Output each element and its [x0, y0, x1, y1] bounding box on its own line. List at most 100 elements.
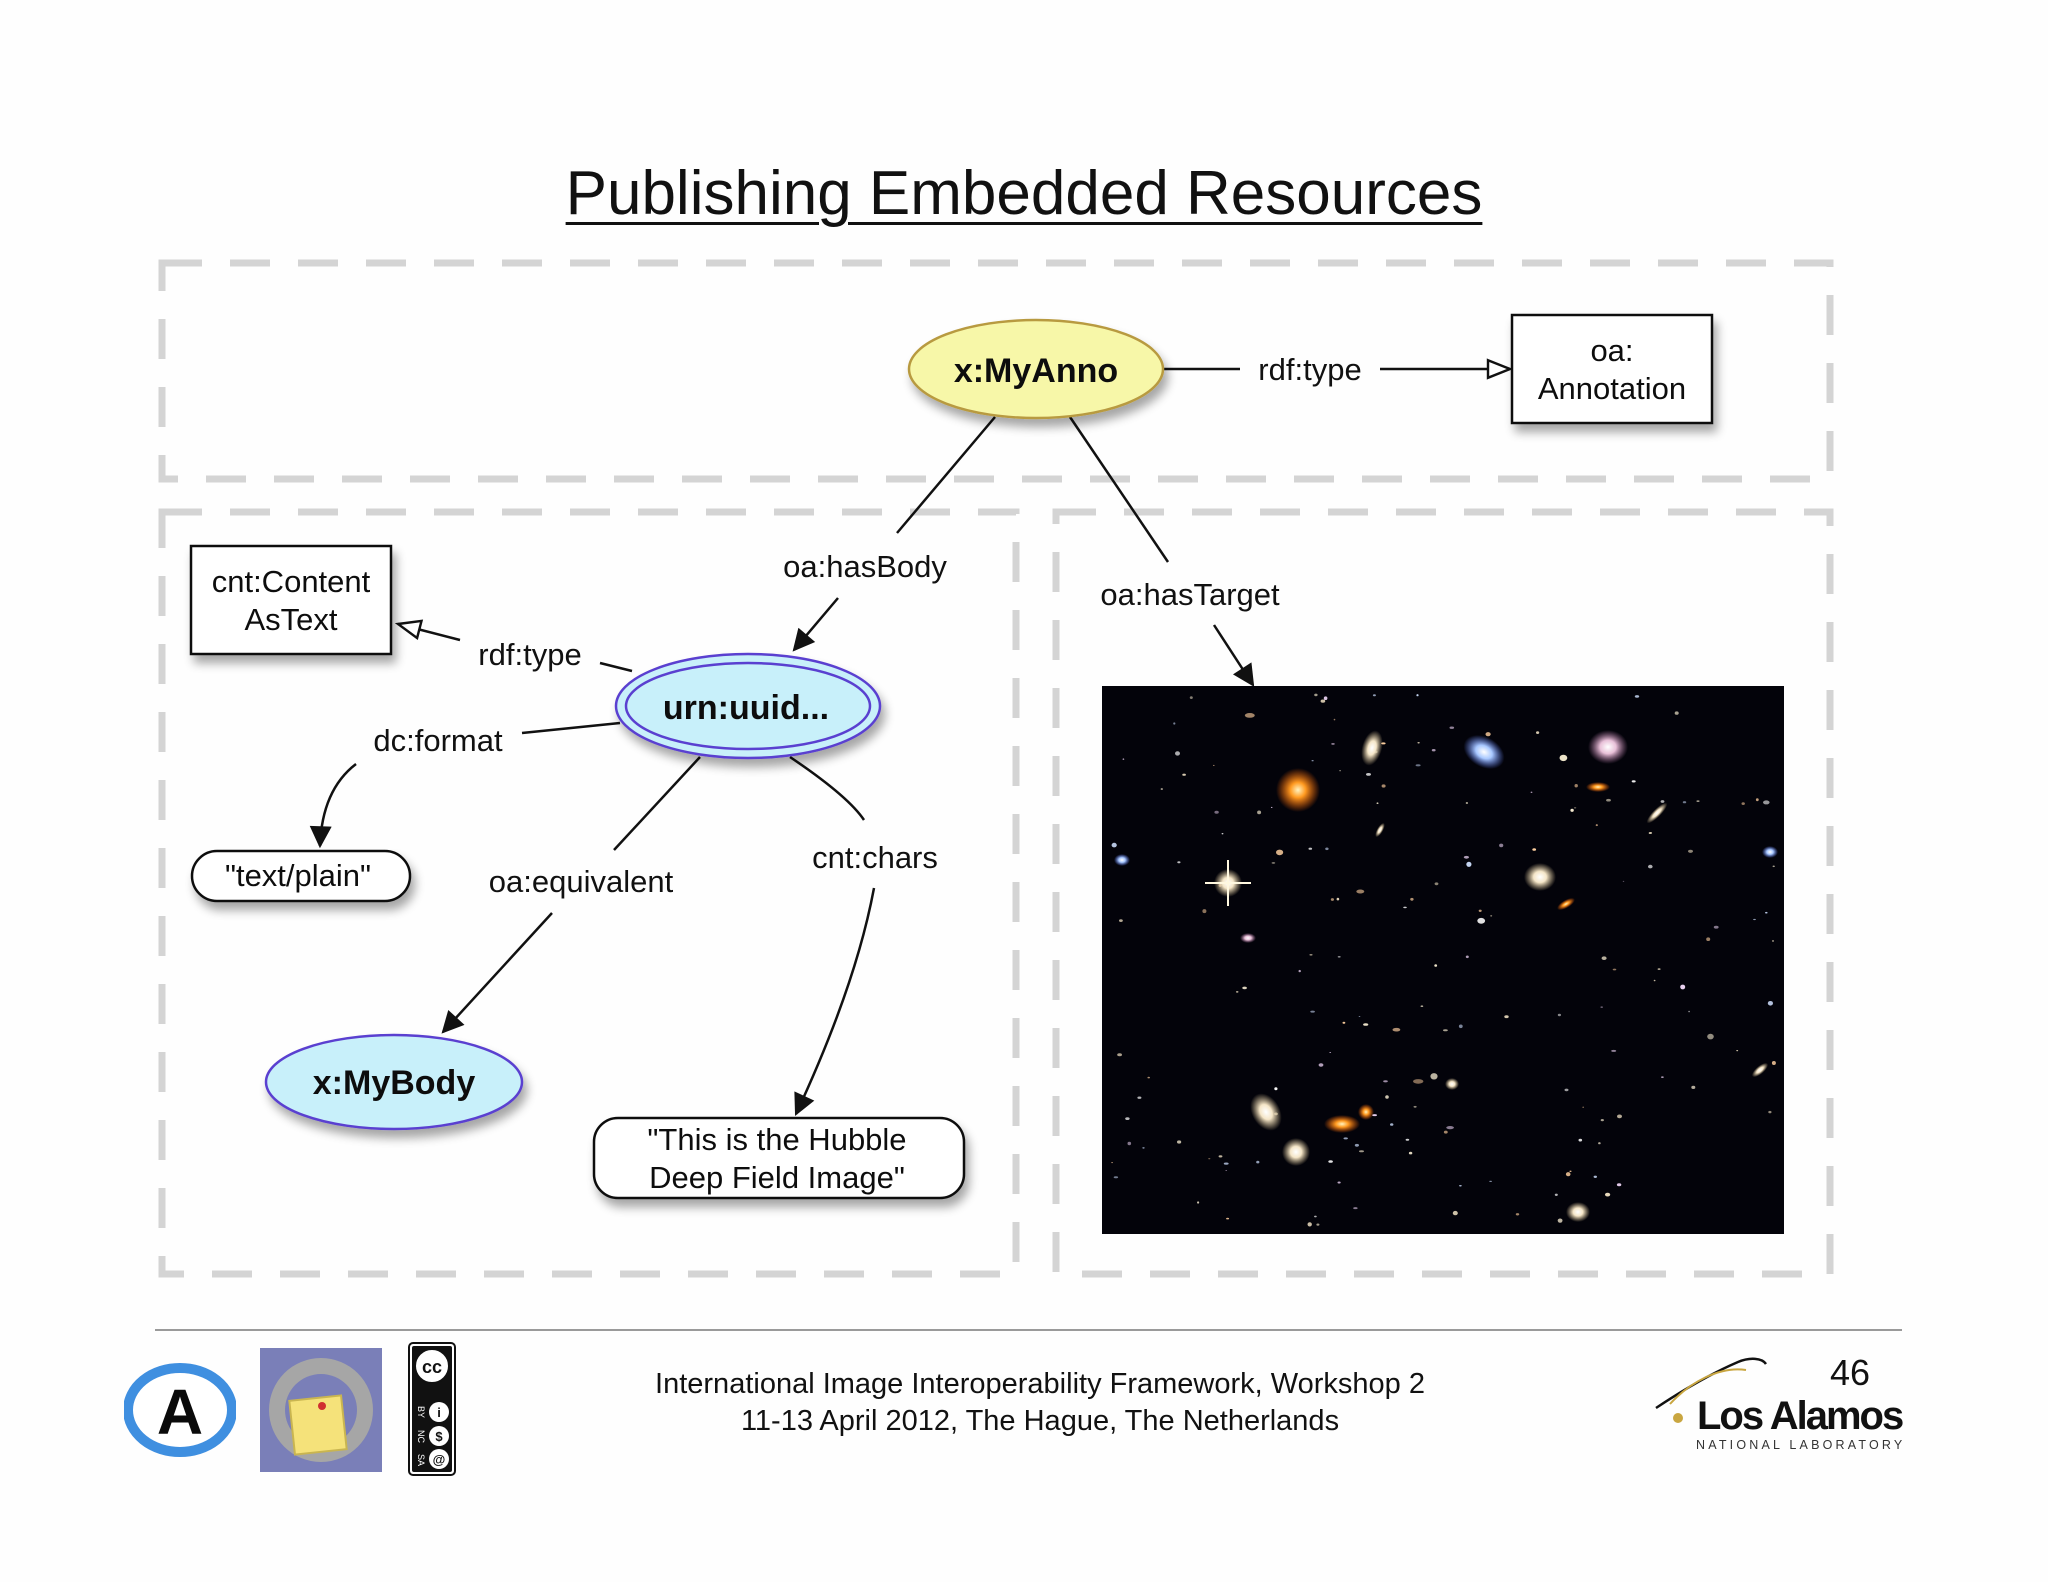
star — [1559, 754, 1568, 762]
star — [1331, 743, 1335, 745]
star — [1177, 1140, 1182, 1144]
star — [1554, 1193, 1558, 1197]
star — [1466, 861, 1472, 867]
edge-body-type-line — [599, 661, 633, 673]
star — [1696, 800, 1700, 802]
target-group-box — [1052, 508, 1834, 1278]
star — [1276, 849, 1284, 856]
star — [1706, 937, 1711, 941]
star — [1772, 865, 1775, 868]
node-urn-uuid-label: urn:uuid... — [663, 689, 829, 727]
star — [1459, 1185, 1462, 1187]
star — [1311, 760, 1314, 762]
star — [1113, 1176, 1119, 1179]
star — [1325, 847, 1329, 851]
edges — [309, 369, 1510, 1116]
star — [1741, 802, 1745, 805]
star — [1342, 1021, 1346, 1024]
star — [1582, 1106, 1584, 1108]
star — [1530, 791, 1533, 793]
star — [1605, 1192, 1611, 1197]
star — [1465, 802, 1469, 804]
star — [1489, 1180, 1492, 1182]
star — [1504, 1015, 1509, 1019]
star — [1463, 855, 1469, 859]
star — [1333, 718, 1336, 721]
star — [1413, 1079, 1424, 1084]
star — [1309, 954, 1313, 956]
star — [1142, 1147, 1145, 1149]
star — [1557, 1218, 1563, 1223]
star — [1175, 751, 1180, 756]
star — [1598, 1142, 1601, 1145]
body-group-box — [158, 508, 1020, 1278]
star — [1147, 1076, 1150, 1079]
svg-text:i: i — [437, 1405, 441, 1420]
star — [1213, 764, 1215, 766]
star — [1465, 955, 1469, 959]
star — [1648, 864, 1653, 869]
star — [1410, 897, 1414, 901]
node-my-body-label: x:MyBody — [313, 1064, 476, 1102]
star — [1688, 1010, 1690, 1013]
a-letter-logo-icon: A — [123, 1362, 237, 1458]
star — [1767, 1001, 1773, 1006]
star — [1634, 695, 1640, 698]
star — [1111, 1162, 1113, 1164]
cc-by-label: BY — [416, 1406, 426, 1418]
label-dc-format: dc:format — [373, 723, 503, 758]
star — [1314, 693, 1318, 697]
star — [1390, 1123, 1394, 1126]
node-oa-annotation-line2: Annotation — [1538, 371, 1686, 406]
label-equivalent: oa:equivalent — [489, 864, 674, 899]
star — [1420, 1005, 1424, 1007]
page-number: 46 — [1829, 1352, 1870, 1393]
star — [1270, 806, 1273, 808]
star — [1417, 742, 1420, 744]
star — [1578, 1138, 1583, 1142]
star — [1117, 1053, 1122, 1057]
los-alamos-logo: Los Alamos NATIONAL LABORATORY — [1650, 1352, 1910, 1452]
star — [1337, 956, 1341, 958]
star — [1160, 788, 1164, 790]
sticky-note-logo-icon — [260, 1348, 382, 1472]
star — [1691, 1085, 1696, 1089]
star — [1612, 968, 1617, 971]
starfield — [1111, 693, 1776, 1227]
star — [1308, 847, 1313, 850]
edge-cnt-chars-arrow — [794, 887, 876, 1116]
star — [1177, 861, 1181, 864]
star — [1316, 1223, 1320, 1226]
edge-has-body-line — [896, 416, 996, 534]
star — [1320, 699, 1326, 703]
star — [1434, 882, 1439, 886]
star — [1137, 1096, 1142, 1099]
star — [1127, 1141, 1132, 1146]
star — [1405, 1138, 1410, 1141]
star — [1532, 848, 1537, 851]
star — [1242, 986, 1247, 990]
star — [1574, 784, 1578, 788]
node-oa-annotation: oa: Annotation — [1510, 313, 1714, 425]
star — [1408, 1151, 1413, 1155]
edge-equivalent-arrow — [441, 912, 553, 1034]
star — [1434, 964, 1438, 967]
star — [1343, 1137, 1348, 1140]
star — [1354, 1143, 1359, 1147]
star — [1416, 694, 1419, 697]
star — [1713, 925, 1719, 929]
star — [1202, 909, 1207, 914]
svg-text:@: @ — [433, 1452, 446, 1467]
star — [1403, 906, 1407, 909]
star — [1359, 1150, 1364, 1153]
node-chars-literal: "This is the Hubble Deep Field Image" — [592, 1116, 966, 1200]
star — [1657, 968, 1661, 970]
edge-cnt-chars-line — [789, 755, 866, 821]
star — [1182, 773, 1186, 776]
star — [1372, 694, 1376, 697]
hubble-deep-field-image — [1102, 686, 1784, 1234]
edge-has-target-line — [1068, 416, 1170, 563]
star — [1330, 898, 1334, 901]
star — [1485, 732, 1491, 737]
star — [1336, 897, 1340, 901]
